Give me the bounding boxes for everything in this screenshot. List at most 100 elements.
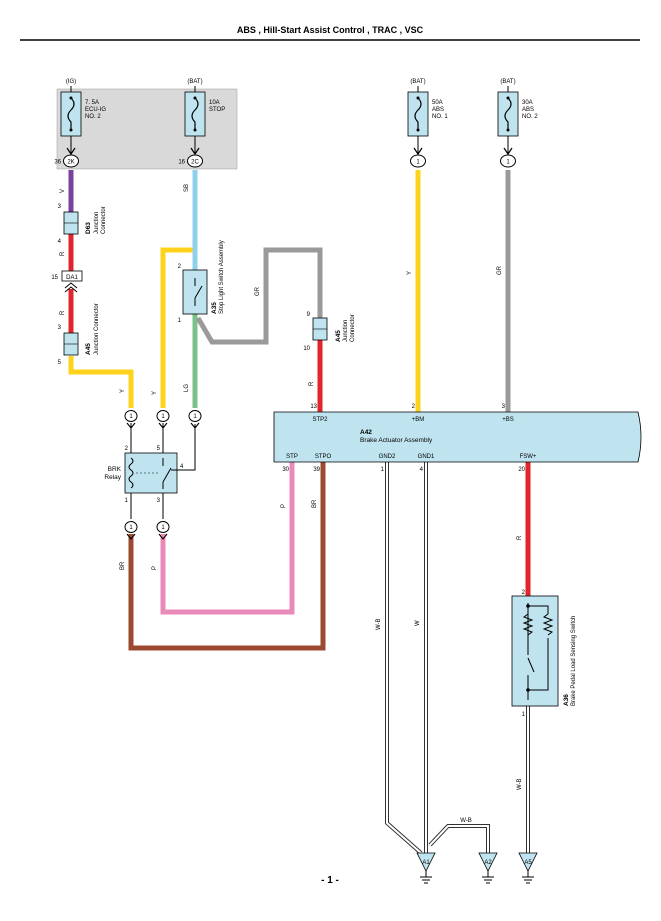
inline-connector-label-0: 1 bbox=[129, 414, 133, 420]
page-title: ABS , Hill-Start Assist Control , TRAC ,… bbox=[237, 25, 424, 35]
fuse-abs1-supply: (BAT) bbox=[410, 79, 425, 85]
a42-top-pin-label-1: +BM bbox=[412, 417, 425, 423]
da1-chevron-1 bbox=[64, 282, 78, 289]
fuse-ecu-ig-node-bottom bbox=[69, 128, 73, 132]
fuse-stop-conn-label: 2C bbox=[191, 160, 199, 166]
fuse-panel bbox=[56, 88, 238, 170]
wire-label-w-gnd1: W bbox=[415, 620, 421, 626]
inline-connector-arrow-3 bbox=[126, 533, 136, 540]
wire-label-p-stp: P bbox=[281, 504, 287, 508]
wire-label-y-bm: Y bbox=[407, 271, 413, 275]
wire-label-wb-a2: W-B bbox=[460, 818, 472, 824]
inline-connector-3 bbox=[124, 521, 138, 533]
fuse-abs1-label-2: NO. 1 bbox=[432, 114, 448, 120]
a35-contact-arm bbox=[194, 285, 203, 299]
inline-connector-label-2: 1 bbox=[193, 414, 197, 420]
da1-chevron-2 bbox=[64, 286, 78, 293]
inline-connector-0 bbox=[124, 410, 138, 422]
fuse-abs1-node-bottom bbox=[416, 128, 420, 132]
a42-bottom-pin-label-2: GND2 bbox=[379, 454, 396, 460]
brk-relay-pin-3: 3 bbox=[157, 498, 161, 504]
da1-connector bbox=[61, 270, 83, 282]
inline-connector-2 bbox=[188, 410, 202, 422]
a45-left-pin-bottom: 5 bbox=[58, 360, 62, 366]
brk-relay-pin-5: 5 bbox=[157, 446, 161, 452]
brk-relay-pin-4: 4 bbox=[180, 464, 184, 470]
ground-a5-triangle bbox=[518, 852, 538, 872]
ground-a2-label: A2 bbox=[484, 860, 492, 866]
ground-a5-label: A5 bbox=[524, 860, 532, 866]
inline-connector-arrow-0 bbox=[126, 422, 136, 429]
fuse-abs1-link bbox=[414, 97, 422, 130]
a45-right-name-2: Connector bbox=[350, 314, 356, 342]
fuse-abs2-label-0: 30A bbox=[522, 100, 533, 106]
d63-pin-top: 3 bbox=[58, 204, 62, 210]
fuse-abs1-label-1: ABS bbox=[432, 107, 444, 113]
fuse-abs1-node-top bbox=[416, 96, 420, 100]
wire-label-lg: LG bbox=[184, 384, 190, 392]
wire-gr-switch bbox=[195, 247, 323, 345]
a42-top-pin-num-2: 3 bbox=[502, 404, 506, 410]
wire-br bbox=[128, 462, 326, 651]
fuse-stop-label-0: 10A bbox=[209, 100, 220, 106]
ground-a1-label: A1 bbox=[422, 860, 430, 866]
wire-y-left bbox=[68, 356, 134, 408]
fuse-ecu-ig-label-2: NO. 2 bbox=[85, 114, 101, 120]
a42-bottom-pin-label-4: FSW+ bbox=[520, 454, 537, 460]
fuse-abs2-supply: (BAT) bbox=[500, 79, 515, 85]
d63-name-2: Connector bbox=[101, 206, 107, 234]
wire-label-wb-a36: W-B bbox=[517, 778, 523, 790]
brk-relay-pin-2: 2 bbox=[125, 446, 129, 452]
wire-label-sb: SB bbox=[184, 184, 190, 192]
inline-connector-arrow-2 bbox=[190, 422, 200, 429]
a45-left-name: Junction Connector bbox=[94, 303, 100, 355]
wire-wb-a2 bbox=[428, 824, 490, 853]
wire-label-v: V bbox=[60, 189, 66, 193]
brk-relay-contact-arm bbox=[162, 467, 172, 483]
wire-label-gr-mid: GR bbox=[255, 286, 261, 296]
inline-connector-label-3: 1 bbox=[129, 525, 133, 531]
a42-code: A42 bbox=[360, 429, 372, 436]
inline-connector-label-4: 1 bbox=[161, 525, 165, 531]
a35-pin-top: 2 bbox=[178, 264, 182, 270]
ground-a1-triangle bbox=[416, 852, 436, 872]
a35-name: Stop Light Switch Assembly bbox=[219, 240, 225, 314]
wire-label-p-relay: P bbox=[152, 566, 158, 570]
inline-connector-1 bbox=[156, 410, 170, 422]
d63-pin-bottom: 4 bbox=[58, 239, 62, 245]
fuse-stop-pin: 16 bbox=[178, 160, 185, 166]
brk-relay-coil bbox=[128, 457, 134, 489]
fuse-abs2-node-top bbox=[506, 96, 510, 100]
a36-resistor-2 bbox=[542, 613, 554, 636]
fuse-stop-supply: (BAT) bbox=[187, 79, 202, 85]
a42-bottom-pin-num-3: 4 bbox=[420, 467, 424, 473]
fuse-stop-node-bottom bbox=[193, 128, 197, 132]
fuse-abs2-label-2: NO. 2 bbox=[522, 114, 538, 120]
wire-label-y-mid: Y bbox=[152, 391, 158, 395]
a36-contact-arm bbox=[527, 657, 535, 673]
a36-pin-bottom: 1 bbox=[522, 712, 526, 718]
brk-relay-pin-1: 1 bbox=[125, 498, 129, 504]
brk-relay-name-1: BRK bbox=[108, 466, 122, 473]
da1-code: DA1 bbox=[66, 275, 78, 281]
inline-connector-arrow-4 bbox=[158, 533, 168, 540]
fuse-stop-arrow bbox=[190, 147, 200, 156]
fuse-abs1-arrow bbox=[413, 147, 423, 156]
a36-name: Brake Pedal Load Sensing Switch bbox=[571, 616, 577, 706]
a42-top-pin-label-0: STP2 bbox=[312, 417, 328, 423]
fuse-ecu-ig-conn-label: 2K bbox=[67, 160, 74, 166]
fuse-stop-link bbox=[191, 97, 199, 130]
wire-label-wb-gnd2: W-B bbox=[376, 618, 382, 630]
fuse-abs2-arrow bbox=[503, 147, 513, 156]
fuse-abs1-label-0: 50A bbox=[432, 100, 443, 106]
a36-code: A36 bbox=[563, 694, 570, 706]
a35-pin-bottom: 1 bbox=[178, 318, 182, 324]
d63-name-1: Junction bbox=[94, 212, 100, 234]
fuse-stop-node-top bbox=[193, 96, 197, 100]
fuse-abs2-label-1: ABS bbox=[522, 107, 534, 113]
a42-top-pin-num-1: 2 bbox=[412, 404, 416, 410]
wire-label-br-stpo: BR bbox=[312, 499, 318, 508]
fuse-stop-label-1: STOP bbox=[209, 107, 225, 113]
a42-actuator bbox=[273, 411, 642, 463]
